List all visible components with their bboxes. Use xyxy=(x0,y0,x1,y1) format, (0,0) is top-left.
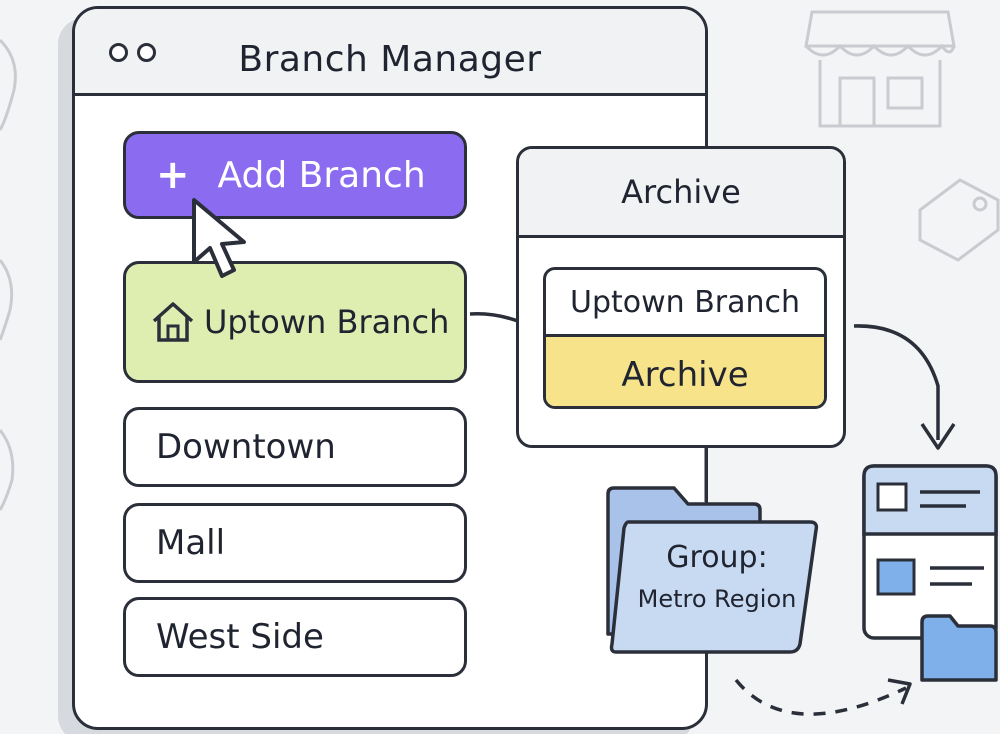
window-title: Branch Manager xyxy=(238,39,542,80)
add-branch-button[interactable]: + Add Branch xyxy=(123,131,467,219)
mouse-cursor-icon xyxy=(192,198,246,278)
archive-panel: Archive Uptown Branch Archive xyxy=(516,146,846,448)
group-card[interactable]: Group: Metro Region xyxy=(618,540,816,613)
archive-panel-title: Archive xyxy=(519,149,843,238)
branch-item-label: Mall xyxy=(156,523,226,563)
folder-icon xyxy=(606,486,819,654)
add-branch-label: Add Branch xyxy=(217,154,426,196)
window-control-minimize[interactable] xyxy=(137,43,156,62)
left-edge-shape-icon xyxy=(0,38,17,511)
connector-line xyxy=(704,446,708,502)
branch-item-label: West Side xyxy=(156,617,324,657)
group-to-details-dashed-arrow-icon xyxy=(734,678,912,716)
branch-item-label: Uptown Branch xyxy=(204,303,450,341)
group-label-prefix: Group: xyxy=(666,540,768,575)
house-icon xyxy=(152,302,194,342)
branch-item-label: Downtown xyxy=(156,427,336,467)
archive-item-card: Uptown Branch Archive xyxy=(543,267,827,409)
tag-icon xyxy=(918,178,1000,262)
group-name: Metro Region xyxy=(637,585,797,613)
plus-icon: + xyxy=(156,152,190,198)
branch-details-icon xyxy=(862,464,998,682)
archive-button[interactable]: Archive xyxy=(546,337,824,406)
archive-to-details-arrow-icon xyxy=(853,324,956,450)
branch-item-uptown[interactable]: Uptown Branch xyxy=(123,261,467,383)
archive-item-name: Uptown Branch xyxy=(546,270,824,337)
window-control-close[interactable] xyxy=(109,43,128,62)
window-titlebar: Branch Manager xyxy=(75,9,705,96)
branch-item-west-side[interactable]: West Side xyxy=(123,597,467,677)
storefront-icon xyxy=(804,10,956,128)
branch-item-mall[interactable]: Mall xyxy=(123,503,467,583)
branch-item-downtown[interactable]: Downtown xyxy=(123,407,467,487)
